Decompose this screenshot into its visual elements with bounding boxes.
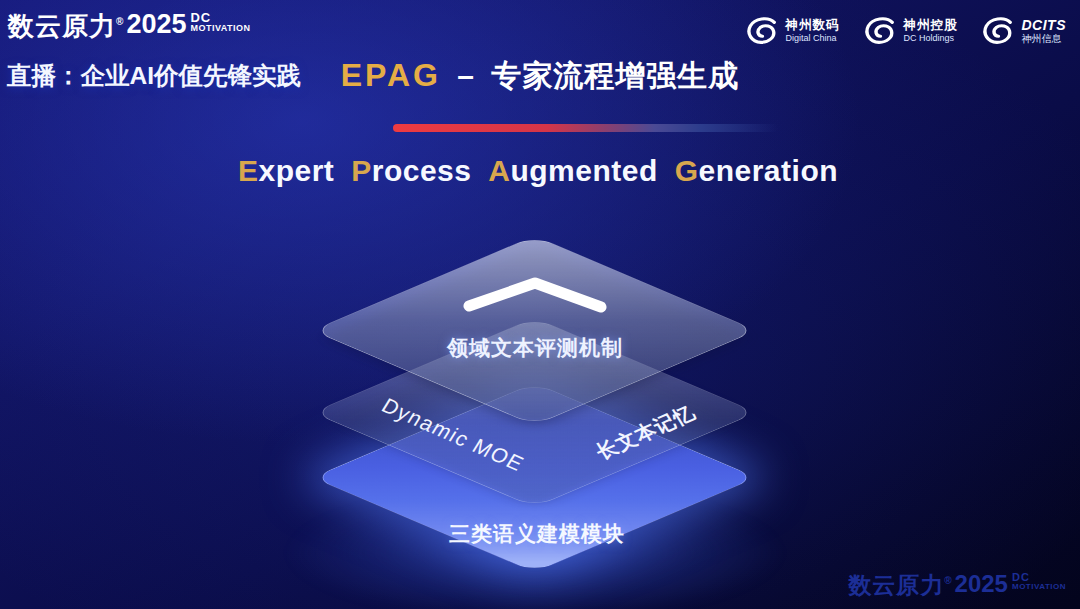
title-dash: –: [457, 59, 475, 92]
title-zh: 专家流程增强生成: [491, 59, 739, 92]
chevron-up-icon: [460, 274, 610, 316]
brand-name: 数云原力®: [848, 570, 952, 601]
logo-dcits: DCITS 神州信息: [982, 14, 1067, 47]
dc-swirl-icon: [978, 12, 1018, 50]
registered-mark: ®: [116, 16, 124, 27]
logo-dc-holdings: 神州控股 DC Holdings: [864, 14, 958, 47]
logo-line1: DCITS: [1022, 17, 1067, 33]
dc-swirl-icon: [860, 12, 900, 50]
brand-subtext: DC MOTIVATION: [190, 11, 250, 33]
headline-english: Expert Process Augmented Generation: [0, 154, 1076, 188]
label-semantic-modeling: 三类语义建模模块: [387, 520, 687, 548]
logo-digital-china: 神州数码 Digital China: [746, 14, 840, 47]
brand-logo-bottom-right: 数云原力® 2025 DC MOTIVATION: [848, 570, 1066, 601]
brand-name: 数云原力®: [8, 9, 124, 44]
title-underline-gradient: [393, 124, 778, 132]
page-title: EPAG – 专家流程增强生成: [0, 56, 1080, 97]
logo-line2: Digital China: [786, 33, 840, 43]
logo-line1: 神州数码: [786, 18, 840, 32]
brand-year: 2025: [955, 570, 1008, 598]
logo-line1: 神州控股: [904, 18, 958, 32]
dc-swirl-icon: [742, 12, 782, 50]
logo-line2: DC Holdings: [904, 33, 958, 43]
title-abbr: EPAG: [341, 57, 441, 93]
logo-line2: 神州信息: [1022, 33, 1067, 45]
brand-year: 2025: [126, 9, 186, 40]
brand-subtext: DC MOTIVATION: [1012, 572, 1066, 591]
brand-logo-top-left: 数云原力® 2025 DC MOTIVATION: [8, 9, 251, 44]
label-evaluation: 领域文本评测机制: [385, 334, 685, 362]
partner-logos: 神州数码 Digital China 神州控股 DC Holdings DCIT…: [746, 14, 1067, 47]
